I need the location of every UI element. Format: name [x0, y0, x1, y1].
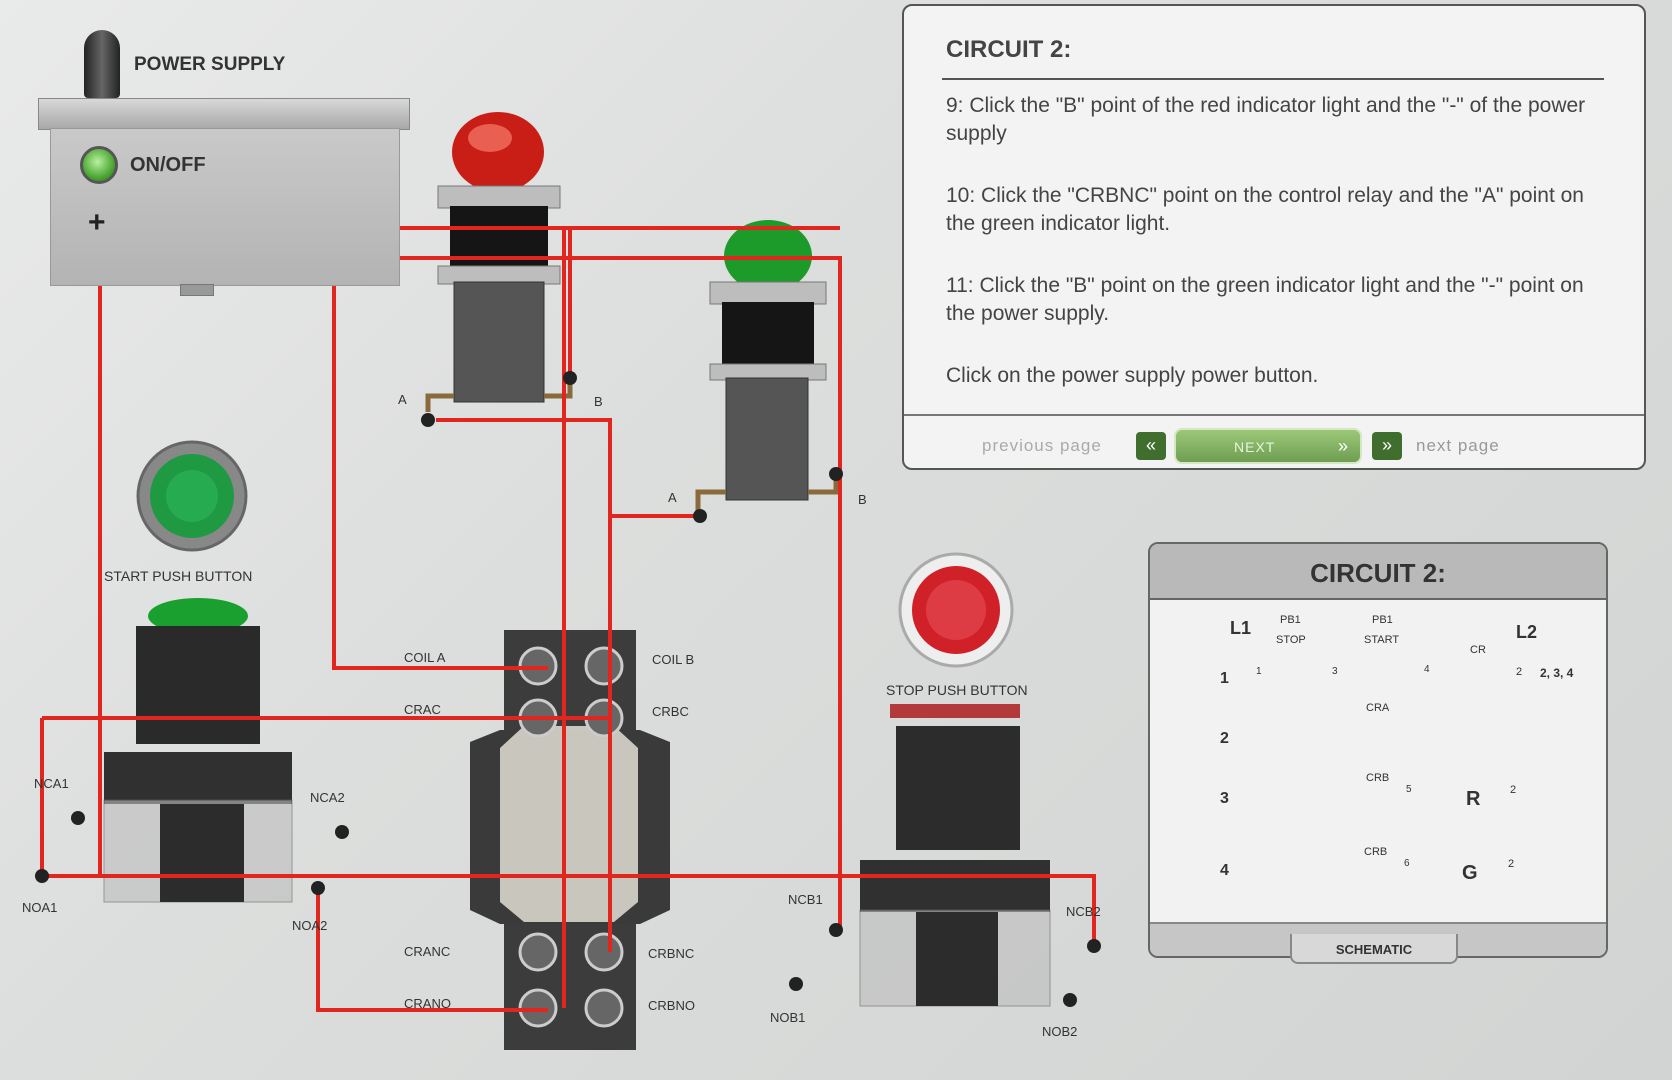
- next-page-button[interactable]: »: [1372, 432, 1402, 460]
- nav-divider: [904, 414, 1644, 416]
- rung-2-label: 2: [1220, 730, 1229, 747]
- node-5-label: 5: [1406, 784, 1412, 795]
- pb1-stop-name: STOP: [1276, 634, 1306, 646]
- ncb1-label: NCB1: [788, 892, 823, 907]
- nca1-label: NCA1: [34, 776, 69, 791]
- node-1-label: 1: [1256, 666, 1262, 677]
- green-lamp-symbol: G: [1462, 862, 1478, 884]
- green-light-label-a: A: [668, 490, 677, 505]
- rail-l2-label: L2: [1516, 622, 1538, 642]
- pb1-start-tag: PB1: [1372, 614, 1393, 626]
- next-page-link[interactable]: next page: [1416, 436, 1500, 455]
- node-2-coil-label: 2: [1516, 666, 1523, 678]
- rail-l1-label: L1: [1230, 618, 1252, 638]
- power-supply-title: POWER SUPPLY: [134, 54, 286, 75]
- red-lamp-symbol: R: [1466, 788, 1481, 810]
- rung-1-label: 1: [1220, 670, 1229, 687]
- pb1-start-name: START: [1364, 634, 1400, 646]
- cra-contact-label: CRA: [1366, 702, 1390, 714]
- instructions-title: CIRCUIT 2:: [946, 36, 1072, 63]
- node-2-green-label: 2: [1508, 858, 1515, 870]
- relay-crbno-label: CRBNO: [648, 998, 695, 1013]
- wires: [40, 226, 1096, 1012]
- start-button-label: START PUSH BUTTON: [104, 568, 253, 584]
- next-button-label: NEXT: [1234, 439, 1276, 455]
- previous-page-button[interactable]: «: [1136, 432, 1166, 460]
- node-4-label: 4: [1424, 664, 1430, 675]
- page-navigation: previous page « NEXT » » next page: [904, 414, 1644, 466]
- node-2-red-label: 2: [1510, 784, 1517, 796]
- instruction-step-10: 10: Click the "CRBNC" point on the contr…: [946, 184, 1584, 235]
- relay-coil-b-label: COIL B: [652, 652, 695, 667]
- schematic-title: CIRCUIT 2:: [1310, 558, 1446, 588]
- relay-cranc-label: CRANC: [404, 944, 451, 959]
- instruction-step-9: 9: Click the "B" point of the red indica…: [946, 94, 1586, 145]
- previous-page-link[interactable]: previous page: [982, 436, 1102, 455]
- instruction-power-button: Click on the power supply power button.: [946, 364, 1319, 387]
- relay-crbnc-label: CRBNC: [648, 946, 695, 961]
- schematic-panel: CIRCUIT 2:: [1148, 542, 1608, 958]
- nob2-label: NOB2: [1042, 1024, 1078, 1039]
- instruction-step-11: 11: Click the "B" point on the green ind…: [946, 274, 1584, 325]
- instructions-panel: CIRCUIT 2: 9: Click the "B" point of the…: [902, 4, 1646, 470]
- power-supply-lid: [38, 98, 410, 130]
- contact-references: 2, 3, 4: [1540, 666, 1574, 680]
- node-3-label: 3: [1332, 666, 1338, 677]
- green-indicator-light[interactable]: [695, 220, 839, 516]
- pb1-stop-tag: PB1: [1280, 614, 1301, 626]
- instructions-divider: [942, 78, 1604, 80]
- relay-crbc-label: CRBC: [652, 704, 689, 719]
- chevron-right-icon: »: [1337, 436, 1348, 456]
- nca2-label: NCA2: [310, 790, 345, 805]
- relay-coil-a-label: COIL A: [404, 650, 446, 665]
- red-light-label-a: A: [398, 392, 407, 407]
- green-light-label-b: B: [858, 492, 867, 507]
- cr-coil-label: CR: [1470, 644, 1486, 656]
- control-relay[interactable]: [470, 630, 670, 1050]
- rung-4-label: 4: [1220, 862, 1229, 879]
- relay-crano-label: CRANO: [404, 996, 451, 1011]
- next-button[interactable]: NEXT »: [1174, 428, 1362, 464]
- start-push-button[interactable]: [136, 440, 248, 552]
- red-indicator-light[interactable]: [425, 112, 573, 412]
- schematic-tab[interactable]: SCHEMATIC: [1290, 934, 1458, 964]
- red-light-label-b: B: [594, 394, 603, 409]
- ncb2-label: NCB2: [1066, 904, 1101, 919]
- power-supply-indicator-cap: [84, 30, 120, 98]
- nob1-label: NOB1: [770, 1010, 806, 1025]
- relay-crac-label: CRAC: [404, 702, 441, 717]
- stop-button-body: [859, 704, 1051, 1007]
- power-button-label: ON/OFF: [130, 154, 206, 176]
- rung-3-label: 3: [1220, 790, 1229, 807]
- stop-button-label: STOP PUSH BUTTON: [886, 682, 1028, 698]
- plus-terminal-label: +: [88, 206, 106, 239]
- noa1-label: NOA1: [22, 900, 58, 915]
- start-button-body: [103, 598, 293, 903]
- crb-contact-label-3: CRB: [1366, 772, 1390, 784]
- terminal-points[interactable]: [35, 221, 1101, 1007]
- power-supply-foot: [180, 284, 214, 296]
- stop-push-button[interactable]: [898, 552, 1014, 668]
- node-6-label: 6: [1404, 858, 1410, 869]
- schematic-tab-label: SCHEMATIC: [1335, 942, 1413, 957]
- schematic-header: CIRCUIT 2:: [1150, 544, 1606, 600]
- power-button[interactable]: [80, 146, 118, 184]
- noa2-label: NOA2: [292, 918, 328, 933]
- crb-contact-label-4: CRB: [1364, 846, 1388, 858]
